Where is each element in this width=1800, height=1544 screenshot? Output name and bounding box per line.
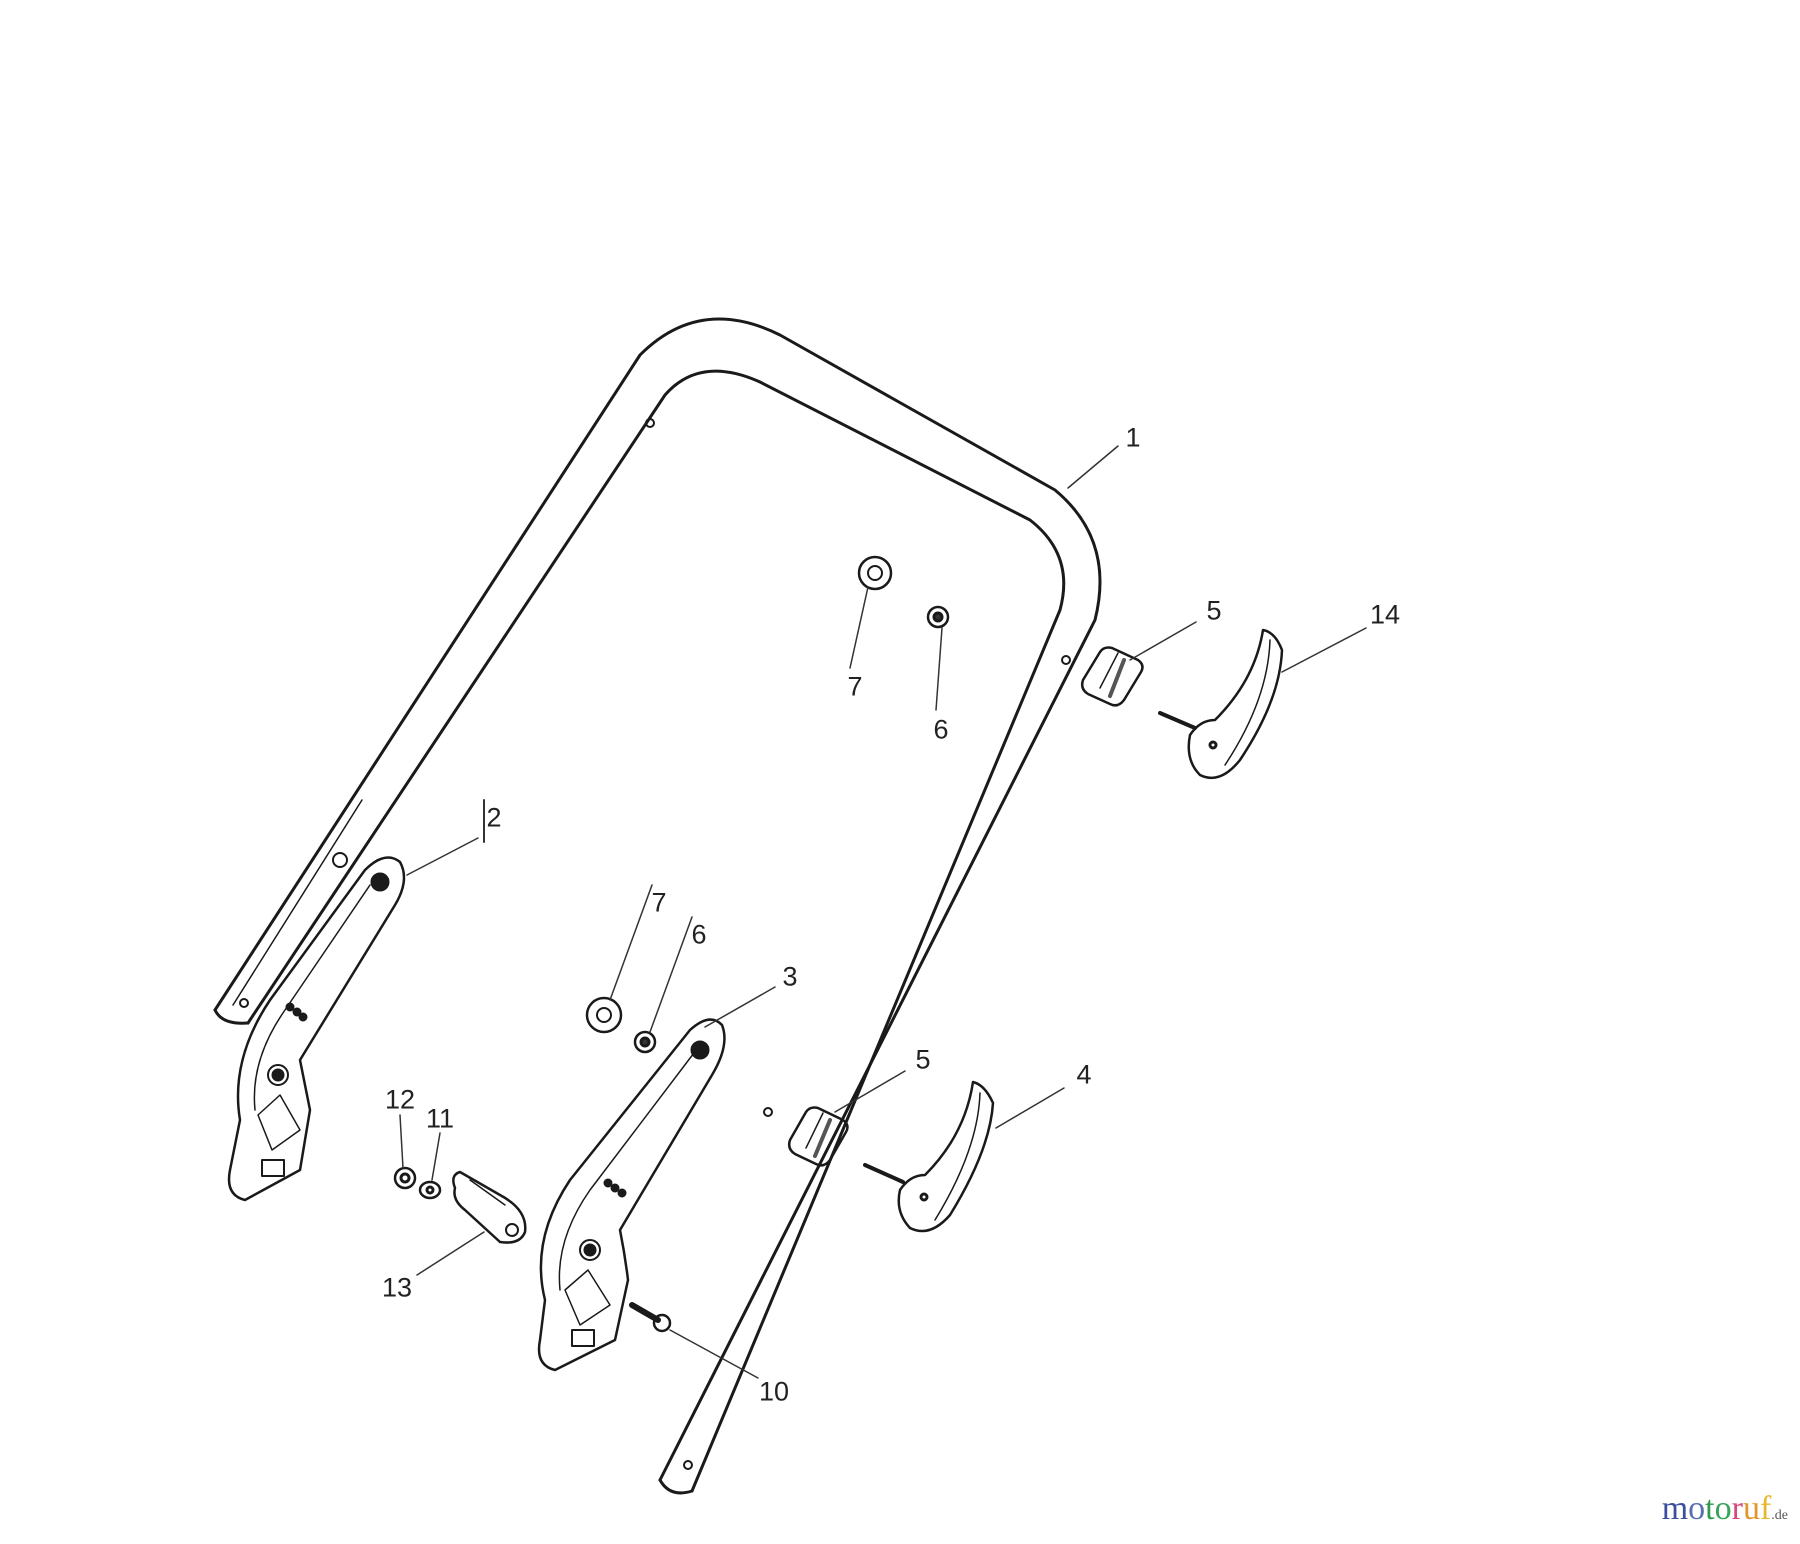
left-bracket-part-2 — [227, 856, 406, 1202]
cable-guide-part-13 — [452, 1170, 527, 1244]
clamp-lever-part-4 — [863, 1080, 995, 1233]
handle-tube-part-1 — [213, 317, 1102, 1495]
motoruf-logo: motoruf.de — [1662, 1492, 1788, 1526]
logo-letter: t — [1705, 1490, 1715, 1527]
nut-part-6-upper — [926, 605, 950, 629]
callout-11: 11 — [425, 1103, 455, 1134]
clamp-block-part-5-lower — [787, 1106, 849, 1167]
callout-13: 13 — [381, 1272, 413, 1303]
callout-3: 3 — [782, 961, 798, 992]
logo-letter: u — [1742, 1490, 1760, 1527]
nut-part-6-lower — [633, 1030, 657, 1054]
callout-12: 12 — [384, 1084, 416, 1115]
callout-5-lower: 5 — [915, 1044, 931, 1075]
callout-14: 14 — [1369, 599, 1401, 630]
nut-part-12 — [393, 1166, 417, 1190]
right-bracket-part-3 — [537, 1018, 726, 1372]
callout-4: 4 — [1076, 1059, 1092, 1090]
washer-part-11 — [418, 1180, 442, 1200]
callout-10: 10 — [758, 1376, 790, 1407]
logo-letter: r — [1731, 1490, 1743, 1527]
clamp-lever-part-14 — [1158, 628, 1284, 780]
callout-1: 1 — [1125, 422, 1141, 453]
logo-letter: m — [1661, 1490, 1689, 1527]
callout-7-upper: 7 — [847, 671, 863, 702]
logo-letter: o — [1714, 1490, 1732, 1527]
callout-2: 2 — [486, 802, 502, 833]
logo-letter: f — [1759, 1490, 1772, 1527]
leader-lines — [399, 445, 1367, 1379]
knurled-washer-part-7-upper — [857, 555, 893, 591]
callout-6-lower: 6 — [691, 919, 707, 950]
callout-6-upper: 6 — [933, 714, 949, 745]
logo-letter: o — [1688, 1490, 1706, 1527]
clamp-block-part-5-upper — [1080, 646, 1144, 707]
callout-7-lower: 7 — [651, 887, 667, 918]
logo-tld: .de — [1771, 1508, 1788, 1523]
callout-5-upper: 5 — [1206, 595, 1222, 626]
screw-part-10 — [629, 1302, 672, 1333]
knurled-washer-part-7-lower — [585, 996, 623, 1034]
